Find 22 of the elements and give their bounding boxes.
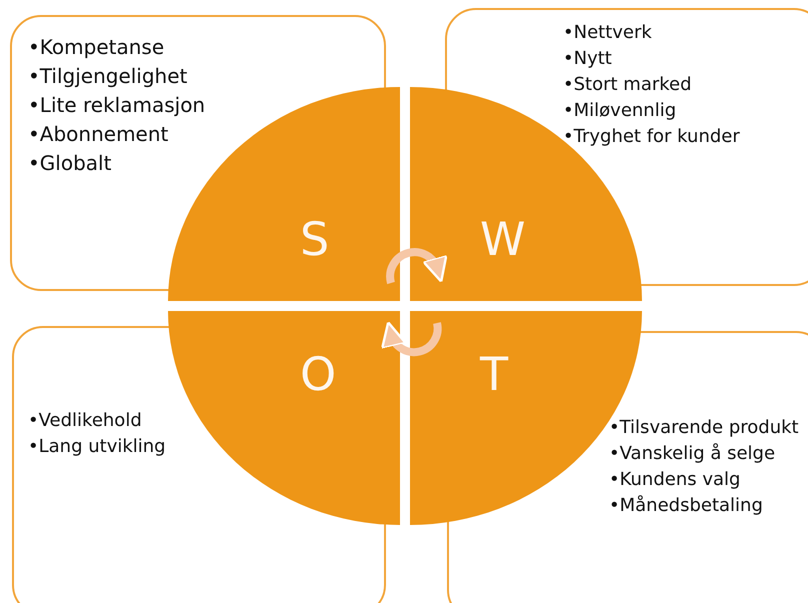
bullet-item: •Lite reklamasjon xyxy=(28,92,206,119)
quadrant-letter: O xyxy=(300,351,336,397)
bullet-item: •Abonnement xyxy=(28,121,170,148)
curved-arrow xyxy=(382,321,442,356)
bullet-item: •Vanskelig å selge xyxy=(609,442,776,466)
bullet-item: •Miløvennlig xyxy=(563,99,678,123)
quadrant-letter: S xyxy=(300,216,330,262)
bullet-item: •Månedsbetaling xyxy=(609,494,764,518)
quadrant-letter: W xyxy=(480,216,526,262)
bullet-item: •Tilgjengelighet xyxy=(28,63,188,90)
curved-arrow xyxy=(386,248,447,284)
bullet-item: •Vedlikehold xyxy=(28,409,143,433)
bullet-item: •Kundens valg xyxy=(609,468,742,492)
bullet-item: •Stort marked xyxy=(563,73,693,97)
quadrant-letter: T xyxy=(480,351,508,397)
bullet-item: •Tilsvarende produkt xyxy=(609,416,799,440)
bullet-item: •Kompetanse xyxy=(28,34,166,61)
bullet-item: •Nytt xyxy=(563,47,613,71)
bullet-item: •Globalt xyxy=(28,150,112,177)
bullet-item: •Tryghet for kunder xyxy=(563,125,740,149)
bullet-item: •Lang utvikling xyxy=(28,435,166,459)
bullet-item: •Nettverk xyxy=(563,21,653,45)
